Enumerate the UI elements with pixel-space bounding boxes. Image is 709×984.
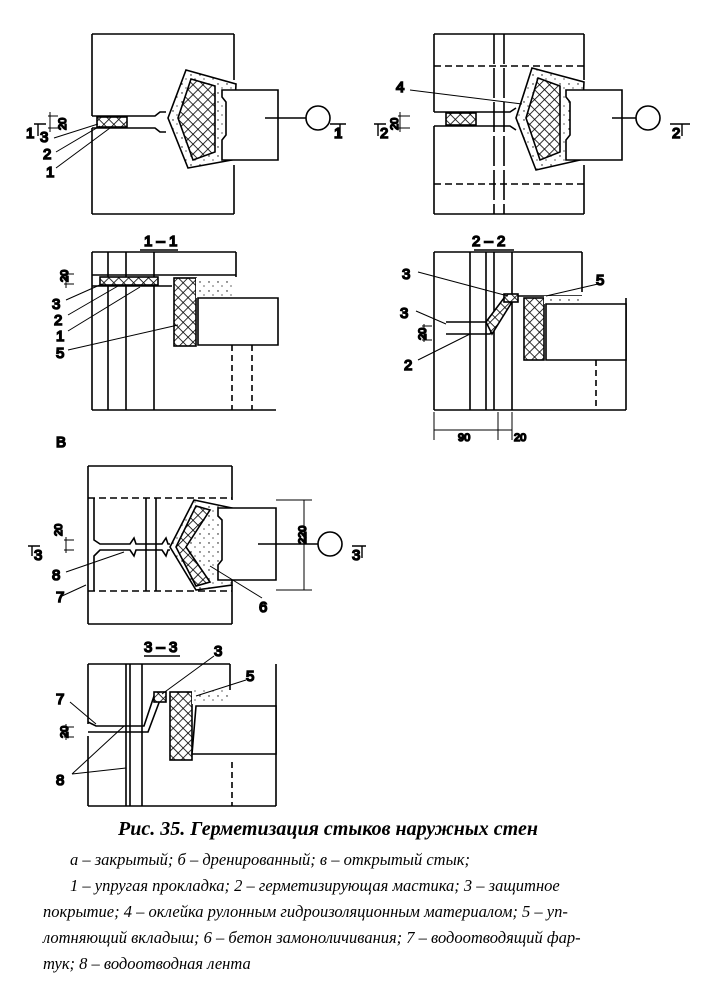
dim-20-c: 20 xyxy=(53,524,65,536)
label-8-c: 8 xyxy=(52,567,60,584)
dim-20-1-1: 20 xyxy=(59,270,71,282)
caption-line: 1 – упругая прокладка; 2 – герметизирующ… xyxy=(70,876,560,895)
label-1-1-1: 1 xyxy=(56,328,64,345)
caption-line: а – закрытый; б – дренированный; в – отк… xyxy=(70,850,470,869)
section-mark-1-left: 1 xyxy=(26,125,34,142)
dim-20-b: 20 xyxy=(389,118,401,130)
section-mark-2-left: 2 xyxy=(380,125,388,142)
section-3-3-title: 3 – 3 xyxy=(144,639,177,656)
label-2-1-1: 2 xyxy=(54,312,62,329)
dim-220-c: 220 xyxy=(297,526,309,544)
label-3-3-3: 3 xyxy=(214,643,222,660)
label-3-top-2-2: 3 xyxy=(402,266,410,283)
label-3-a: 3 xyxy=(40,129,48,146)
label-2-2-2: 2 xyxy=(404,357,412,374)
dim-90-2-2: 90 xyxy=(458,432,470,444)
label-6-c: 6 xyxy=(259,599,267,616)
figure-c-letter: B xyxy=(56,434,66,451)
section-mark-3-right: 3 xyxy=(352,547,360,564)
label-5-2-2: 5 xyxy=(596,272,604,289)
caption-title: Рис. 35. Герметизация стыков наружных ст… xyxy=(118,818,538,840)
section-1-1-title: 1 – 1 xyxy=(144,233,177,250)
dim-20-3-3: 20 xyxy=(59,726,71,738)
label-2-a: 2 xyxy=(43,146,51,163)
dim-20-bottom-2-2: 20 xyxy=(514,432,526,444)
label-5-1-1: 5 xyxy=(56,345,64,362)
figure-b-drained-joint xyxy=(374,33,690,215)
section-2-2-drawing xyxy=(415,249,627,440)
label-1-a: 1 xyxy=(46,164,54,181)
figure-c-open-joint xyxy=(28,465,366,625)
label-4-b: 4 xyxy=(396,79,404,96)
label-3-1-1: 3 xyxy=(52,296,60,313)
section-2-2-title: 2 – 2 xyxy=(472,233,505,250)
caption-line: лотняющий вкладыш; 6 – бетон замоноличив… xyxy=(43,928,581,947)
section-1-1-drawing xyxy=(64,249,279,411)
section-3-3-drawing xyxy=(64,655,277,807)
caption-line: покрытие; 4 – оклейка рулонным гидроизол… xyxy=(43,902,568,921)
section-mark-1-right: 1 xyxy=(334,125,342,142)
section-mark-3-left: 3 xyxy=(34,547,42,564)
label-7-3-3: 7 xyxy=(56,691,64,708)
section-mark-2-right: 2 xyxy=(672,125,680,142)
caption-line: тук; 8 – водоотводная лента xyxy=(43,954,251,973)
label-8-3-3: 8 xyxy=(56,772,64,789)
dim-20-a: 20 xyxy=(57,118,69,130)
label-3-mid-2-2: 3 xyxy=(400,305,408,322)
figure-a-closed-joint xyxy=(34,33,346,215)
label-5-3-3: 5 xyxy=(246,668,254,685)
dim-20-2-2: 20 xyxy=(417,328,429,340)
label-7-c: 7 xyxy=(56,589,64,606)
joint-sealing-drawings: 1 1 20 3 2 1 1 – 1 20 3 2 1 5 xyxy=(25,33,690,807)
